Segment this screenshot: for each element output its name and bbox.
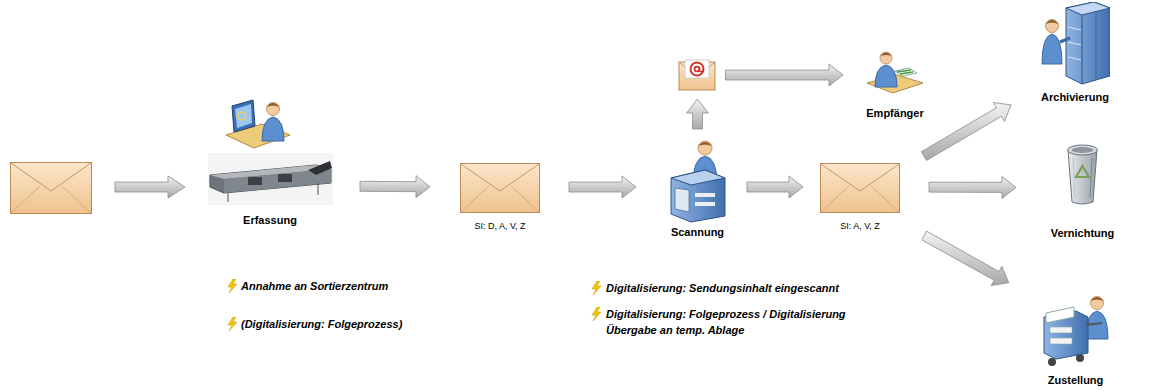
- envelope-icon: [460, 163, 540, 213]
- lightning-symbol: [226, 317, 238, 331]
- process-node: SI: A, V, Z: [815, 160, 905, 232]
- flow-arrow: [929, 176, 1016, 198]
- process-node: Vernichtung: [1040, 135, 1125, 240]
- process-node: Erfassung: [205, 95, 335, 227]
- arrow-shape: [360, 176, 430, 198]
- archive-icon: [1038, 2, 1110, 85]
- arrow-shape: [569, 176, 636, 198]
- node-label: Erfassung: [243, 213, 297, 227]
- process-node: Archivierung: [1030, 2, 1120, 104]
- flow-arrow: [110, 170, 190, 204]
- recycle-bin-icon: [1064, 140, 1101, 206]
- status-note: Digitalisierung: Sendungsinhalt eingesca…: [606, 280, 896, 296]
- flow-arrow: [921, 103, 1011, 161]
- arrow-shape: [687, 99, 709, 129]
- computer-user-icon: [222, 97, 292, 151]
- sorting-machine-picture: [208, 153, 333, 205]
- envelope-icon: [820, 163, 900, 213]
- lightning-symbol: [590, 307, 602, 321]
- process-node: Zustellung: [1028, 283, 1123, 387]
- node-label: Vernichtung: [1051, 226, 1115, 240]
- node-label: Zustellung: [1048, 373, 1104, 387]
- process-node: SI: D, A, V, Z: [455, 160, 545, 232]
- email-icon: [677, 56, 717, 94]
- flow-arrow: [360, 176, 430, 198]
- status-note: (Digitalisierung: Folgeprozess): [241, 316, 481, 332]
- node-label: SI: D, A, V, Z: [474, 220, 525, 232]
- lightning-symbol: [226, 279, 238, 293]
- process-node: Scannung: [660, 135, 735, 239]
- flow-arrow: [747, 176, 803, 198]
- node-label: Scannung: [671, 225, 724, 239]
- scanner-user-icon: [665, 138, 730, 223]
- arrow-shape: [922, 231, 1009, 285]
- arrow-shape: [747, 176, 803, 198]
- node-label: Empfänger: [866, 106, 923, 120]
- arrow-shape: [921, 103, 1011, 161]
- recipient-icon: [865, 51, 925, 95]
- delivery-cart-icon: [1036, 283, 1116, 367]
- status-note: Digitalisierung: Folgeprozess / Digitali…: [606, 306, 881, 338]
- status-note: Annahme an Sortierzentrum: [241, 278, 481, 294]
- arrow-shape: [929, 176, 1016, 198]
- node-label: SI: A, V, Z: [840, 220, 880, 232]
- arrow-shape: [726, 64, 844, 86]
- node-label: Archivierung: [1041, 90, 1109, 104]
- envelope-icon: [10, 162, 92, 214]
- process-node: Empfänger: [855, 45, 935, 120]
- lightning-symbol: [590, 281, 602, 295]
- flow-arrow: [922, 231, 1009, 285]
- flow-arrow: [569, 176, 636, 198]
